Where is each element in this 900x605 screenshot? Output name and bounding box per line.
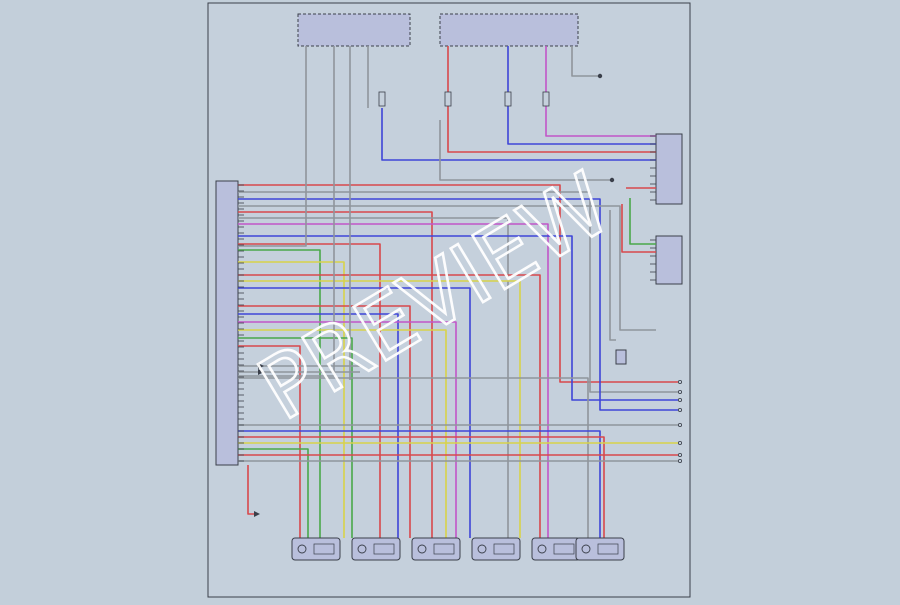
arrow-right-icon	[254, 511, 260, 517]
wire	[609, 210, 616, 341]
splice-box	[615, 349, 627, 365]
seat-motor-connector	[411, 537, 461, 561]
wire	[621, 204, 656, 253]
wire	[238, 261, 345, 538]
wire	[238, 448, 309, 538]
wire-group	[238, 46, 678, 538]
wire	[238, 184, 678, 383]
wire	[238, 46, 307, 247]
terminal-mark	[678, 440, 683, 445]
seat-motor-connector	[531, 537, 581, 561]
wire	[238, 430, 601, 538]
connector-pin-block	[553, 543, 575, 555]
wire	[238, 211, 433, 538]
seat-motor-connector	[291, 537, 341, 561]
splice-dot	[597, 73, 603, 79]
seat-motor-connector	[351, 537, 401, 561]
terminal-mark	[678, 397, 683, 402]
top-fuse-box-right	[439, 13, 579, 47]
connector-pin-block	[493, 543, 515, 555]
terminal-mark	[678, 452, 683, 457]
connector-pin-block	[313, 543, 335, 555]
motor-icon	[297, 544, 307, 554]
wire	[238, 205, 656, 331]
wire	[507, 46, 656, 145]
connector-group	[254, 73, 625, 561]
connector-pin-block	[373, 543, 395, 555]
right-module-lower	[655, 235, 683, 285]
splice-dot	[609, 177, 615, 183]
seat-motor-connector	[575, 537, 625, 561]
fuse-symbol	[542, 91, 550, 107]
connector-pin-block	[597, 543, 619, 555]
wire	[238, 345, 301, 538]
wire	[238, 329, 447, 538]
pin-group	[238, 135, 683, 463]
seat-motor-connector	[471, 537, 521, 561]
right-module-upper	[655, 133, 683, 205]
wire	[238, 377, 589, 538]
terminal-mark	[678, 389, 683, 394]
wire	[238, 280, 521, 538]
wire	[238, 243, 381, 538]
wire	[447, 46, 656, 153]
wire	[238, 313, 399, 538]
fuse-symbol	[444, 91, 452, 107]
motor-icon	[581, 544, 591, 554]
wire	[571, 46, 600, 77]
wire	[238, 191, 678, 393]
fuse-symbol	[378, 91, 386, 107]
wire	[238, 274, 541, 538]
terminal-mark	[678, 422, 683, 427]
wire	[238, 337, 353, 538]
wire	[238, 46, 335, 377]
left-control-module	[215, 180, 239, 466]
wire	[238, 249, 321, 538]
wire	[238, 198, 678, 411]
wire	[247, 465, 254, 515]
motor-icon	[417, 544, 427, 554]
terminal-mark	[678, 458, 683, 463]
motor-icon	[537, 544, 547, 554]
fuse-symbol	[504, 91, 512, 107]
wire	[238, 223, 549, 538]
wire	[545, 46, 656, 137]
terminal-mark	[678, 407, 683, 412]
wire	[381, 108, 656, 161]
wire	[439, 120, 612, 181]
motor-icon	[477, 544, 487, 554]
wire	[629, 198, 656, 245]
arrow-right-icon	[258, 363, 264, 369]
connector-pin-block	[433, 543, 455, 555]
wire	[238, 321, 457, 538]
top-fuse-box-left	[297, 13, 411, 47]
terminal-mark	[678, 379, 683, 384]
motor-icon	[357, 544, 367, 554]
wire	[238, 235, 678, 401]
arrow-right-icon	[258, 369, 264, 375]
wire	[238, 436, 605, 538]
